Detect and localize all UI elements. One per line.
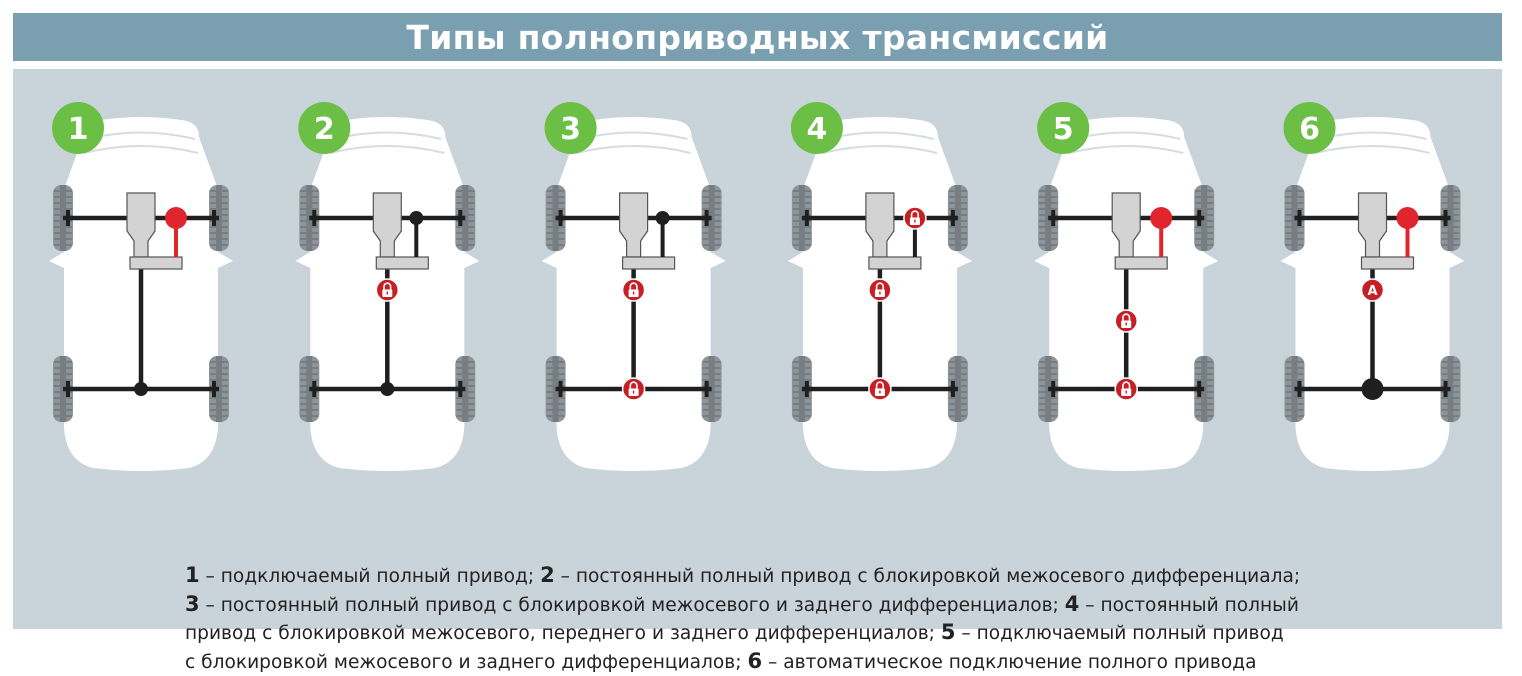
- drivetrain-diagram: 2: [295, 102, 479, 471]
- legend-number: 4: [1065, 592, 1080, 616]
- legend-line: с блокировкой межосевого и заднего диффе…: [185, 648, 1385, 676]
- legend-number: 5: [941, 620, 956, 644]
- diagram-number: 2: [314, 112, 335, 147]
- diagram-number: 4: [806, 112, 827, 147]
- diagram-number: 5: [1053, 112, 1074, 147]
- legend-line: 1 – подключаемый полный привод; 2 – пост…: [185, 562, 1385, 591]
- legend-text: – постоянный полный: [1079, 595, 1299, 616]
- front-differential: [409, 211, 423, 225]
- legend-text: – автоматическое подключение полного при…: [762, 652, 1256, 673]
- front-differential: [656, 211, 670, 225]
- auto-label: A: [1367, 284, 1377, 299]
- center-differential-lock-icon: [1115, 310, 1137, 332]
- drivetrain-diagram: 3: [542, 102, 726, 471]
- diagram-number: 1: [68, 112, 89, 147]
- rear-differential-lock-icon: [1115, 378, 1137, 400]
- front-differential: [165, 207, 187, 229]
- drivetrain-diagram: A6: [1281, 102, 1465, 471]
- legend-text: – постоянный полный привод с блокировкой…: [555, 566, 1300, 587]
- drivetrain-diagram: 5: [1034, 102, 1218, 471]
- center-differential-lock-icon: [623, 279, 645, 301]
- legend-text: – постоянный полный привод с блокировкой…: [200, 595, 1065, 616]
- center-differential-lock-icon: [869, 279, 891, 301]
- legend-line: 3 – постоянный полный привод с блокировк…: [185, 591, 1385, 620]
- rear-differential: [134, 382, 148, 396]
- legend-number: 2: [540, 563, 555, 587]
- rear-differential: [380, 382, 394, 396]
- center-differential-lock-icon: [376, 279, 398, 301]
- rear-differential-lock-icon: [623, 378, 645, 400]
- front-differential: [1150, 207, 1172, 229]
- legend-number: 6: [747, 649, 762, 673]
- legend-text: – подключаемый полный привод: [955, 623, 1283, 644]
- legend-number: 1: [185, 563, 200, 587]
- legend-text: с блокировкой межосевого и заднего диффе…: [185, 652, 747, 673]
- drivetrain-diagram: 1: [49, 102, 233, 471]
- rear-differential-lock-icon: [869, 378, 891, 400]
- transfer-case: [130, 257, 182, 269]
- diagram-number: 3: [560, 112, 581, 147]
- auto-coupling-icon: A: [1362, 279, 1384, 301]
- transfer-case: [623, 257, 675, 269]
- diagram-number: 6: [1299, 112, 1320, 147]
- title-bar: Типы полноприводных трансмиссий: [13, 13, 1502, 61]
- page-title: Типы полноприводных трансмиссий: [406, 18, 1108, 57]
- front-differential-lock-icon: [904, 207, 926, 229]
- legend-number: 3: [185, 592, 200, 616]
- legend: 1 – подключаемый полный привод; 2 – пост…: [185, 562, 1385, 676]
- legend-text: – подключаемый полный привод;: [200, 566, 540, 587]
- front-differential: [1397, 207, 1419, 229]
- transfer-case: [376, 257, 428, 269]
- transfer-case: [1362, 257, 1414, 269]
- transfer-case: [869, 257, 921, 269]
- transfer-case: [1115, 257, 1167, 269]
- drivetrain-diagram: 4: [788, 102, 972, 471]
- rear-differential: [1362, 378, 1384, 400]
- legend-line: привод с блокировкой межосевого, передне…: [185, 619, 1385, 648]
- legend-text: привод с блокировкой межосевого, передне…: [185, 623, 941, 644]
